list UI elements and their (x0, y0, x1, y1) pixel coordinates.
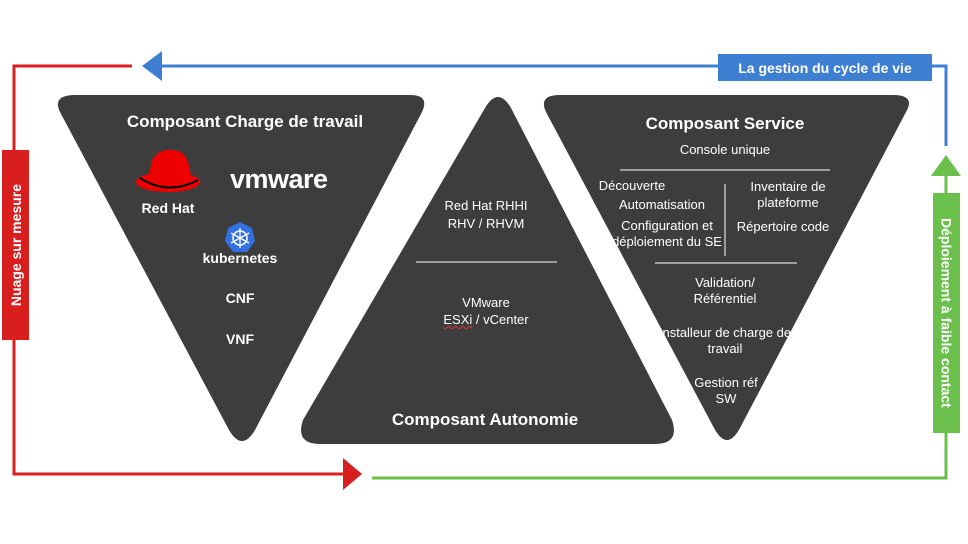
autonomy-triangle (301, 97, 674, 444)
esxi-text: ESXi (443, 312, 473, 327)
service-discovery: Découverte (598, 178, 666, 193)
service-title: Composant Service (645, 114, 805, 133)
low-touch-deploy-label: Déploiement à faible contact (933, 193, 960, 433)
cnf-label: CNF (225, 290, 255, 306)
green-arrowhead (931, 155, 961, 176)
service-platform-inventory: Inventaire de plateforme (750, 179, 826, 210)
redhat-logo-text: Red Hat (141, 200, 195, 216)
service-automation: Automatisation (619, 197, 705, 212)
service-workload-installer: Installeur de charge de travail (658, 325, 792, 356)
blue-arrowhead (142, 51, 162, 81)
service-os-config: Configuration et déploiement du SE (612, 218, 722, 249)
lifecycle-label-text: La gestion du cycle de vie (738, 59, 912, 76)
blue-flow-line (160, 64, 948, 146)
vnf-label: VNF (226, 331, 254, 347)
custom-cloud-label-text: Nuage sur mesure (7, 183, 24, 307)
redhat-hat-icon (136, 149, 200, 192)
kubernetes-logo-text: kubernetes (202, 250, 278, 266)
autonomy-title: Composant Autonomie (391, 410, 579, 429)
autonomy-vmware: VMware (462, 295, 510, 310)
service-sw-ref: Gestion réf SW (694, 375, 758, 406)
custom-cloud-label: Nuage sur mesure (2, 150, 29, 340)
vmware-logo: vmware (230, 164, 328, 194)
service-triangle (543, 95, 910, 440)
lifecycle-label: La gestion du cycle de vie (718, 54, 932, 81)
low-touch-deploy-label-text: Déploiement à faible contact (938, 218, 955, 408)
kubernetes-icon (225, 222, 255, 252)
service-validation: Validation/ Référentiel (693, 275, 757, 306)
autonomy-redhat-rhhi: Red Hat RHHI (444, 198, 528, 213)
service-subtitle: Console unique (679, 142, 771, 157)
workload-title: Composant Charge de travail (126, 112, 364, 131)
service-code-repository: Répertoire code (736, 219, 830, 234)
red-arrowhead (343, 458, 362, 490)
autonomy-esxi-vcenter: ESXi / vCenter (416, 312, 556, 328)
autonomy-rhv-rhvm: RHV / RHVM (447, 216, 525, 231)
vcenter-text: / vCenter (472, 312, 529, 327)
